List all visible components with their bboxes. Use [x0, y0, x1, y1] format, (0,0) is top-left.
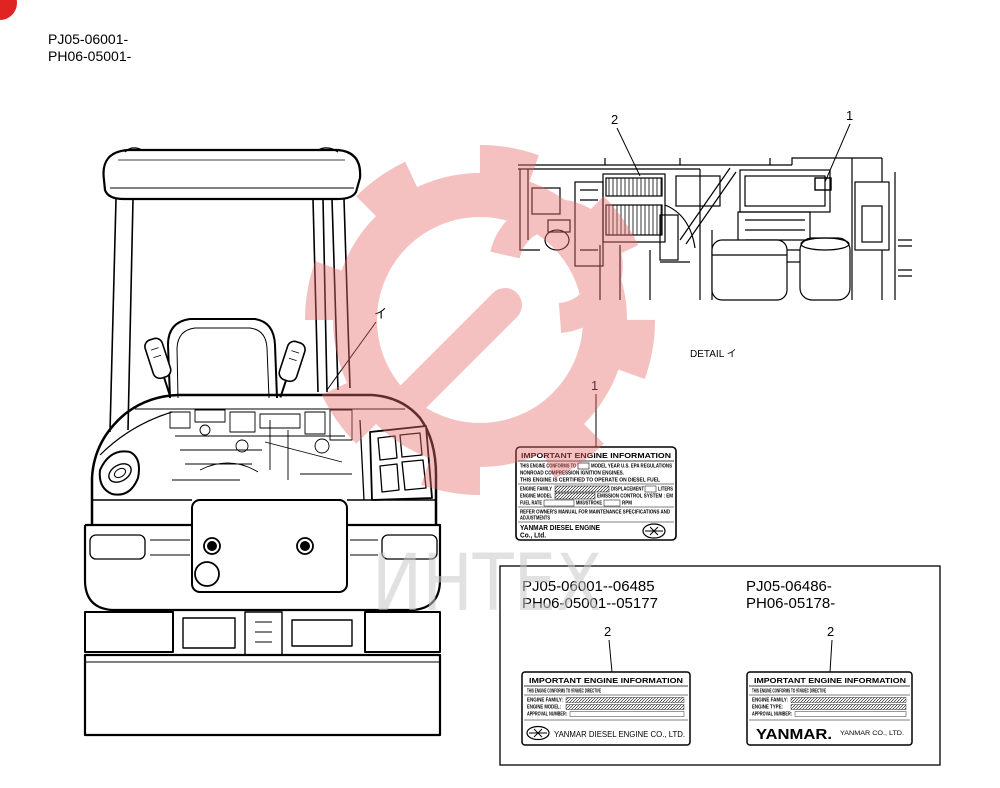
variant-early-yanmar-logo-icon [526, 725, 550, 741]
label-1-conform-prefix: THIS ENGINE CONFORMS TO [520, 464, 576, 470]
label-1-conform-suffix: MODEL YEAR U.S. EPA REGULATIONS [591, 464, 673, 470]
label-1-engine-model: ENGINE MODEL [520, 494, 552, 500]
variant-late-label-directive: THIS ENGINE CONFORMS TO 97/68/EC DIRECTI… [752, 689, 826, 695]
variant-late-label-maker: YANMAR CO., LTD. [840, 731, 904, 737]
view-marker-leader [326, 321, 377, 391]
label-1-rpm: RPM [622, 501, 632, 507]
label-variants-box [499, 565, 941, 766]
variant-late-label-title: IMPORTANT ENGINE INFORMATION [754, 676, 906, 685]
variant-early-serial-range-1: PJ05-06001--06485 [522, 578, 655, 595]
canopy-posts [109, 198, 351, 433]
variant-early-callout: 2 [604, 624, 611, 639]
corner-mark [0, 0, 17, 20]
undercarriage-and-blade [83, 611, 442, 737]
canopy-roof [102, 147, 362, 201]
engine-hood [90, 393, 438, 525]
rear-center-panel [191, 499, 348, 593]
variant-early-label-row-2: ENGINE MODEL: [527, 705, 561, 711]
label-1-maker-suffix: Co., Ltd. [520, 533, 546, 540]
label-1-maker: YANMAR DIESEL ENGINE [520, 525, 600, 532]
right-side-grill [359, 419, 433, 501]
detail-callout-part-1: 1 [846, 108, 853, 123]
variant-early-serial-range-2: PH06-05001--05177 [522, 595, 658, 612]
detail-callout-part-2-leader [616, 127, 641, 177]
detail-caption: DETAIL イ [690, 349, 737, 360]
label-1-manual-line-2: ADJUSTMENTS [520, 516, 551, 522]
label-1-manual-line-1: REFER OWNER'S MANUAL FOR MAINTENANCE SPE… [520, 510, 670, 516]
header-serial-range-2: PH06-05001- [48, 48, 132, 64]
variant-early-label-row-1: ENGINE FAMILY: [527, 698, 563, 704]
detail-view-drawing [518, 157, 912, 301]
detail-callout-part-1-leader [824, 123, 851, 183]
variant-early-label-directive: THIS ENGINE CONFORMS TO 97/68/EC DIRECTI… [527, 689, 601, 695]
variant-late-ec-engine-plate: IMPORTANT ENGINE INFORMATION THIS ENGINE… [746, 671, 913, 746]
variant-early-label-title: IMPORTANT ENGINE INFORMATION [529, 676, 683, 685]
view-marker-label: イ [374, 306, 387, 321]
engine-compartment-detail [169, 409, 353, 481]
label-1-fuel-rate: FUEL RATE [520, 501, 543, 507]
label-1-yanmar-logo-icon [642, 523, 666, 539]
variant-late-callout-leader [829, 639, 833, 673]
label-1-emission-system: EMISSION CONTROL SYSTEM : EM [597, 494, 673, 500]
variant-late-label-row-2: ENGINE TYPE: [752, 705, 783, 711]
watermark-text: ИНТЕХ [372, 539, 602, 629]
label-1-certified: THIS ENGINE IS CERTIFIED TO OPERATE ON D… [520, 478, 660, 484]
left-work-light [98, 450, 140, 496]
label-1-callout: 1 [591, 378, 598, 393]
header-serial-range-1: PJ05-06001- [48, 31, 129, 47]
label-1-nonroad: NONROAD COMPRESSION IGNITION ENGINES. [520, 471, 625, 477]
counterweight [83, 523, 442, 612]
variant-late-serial-range-1: PJ05-06486- [746, 578, 832, 595]
label-1-epa-engine-plate: IMPORTANT ENGINE INFORMATION THIS ENGINE… [515, 446, 677, 541]
variant-late-label-row-1: ENGINE FAMILY: [752, 698, 788, 704]
variant-early-ec-engine-plate: IMPORTANT ENGINE INFORMATION THIS ENGINE… [521, 671, 691, 746]
label-1-stroke-unit: MM3/STROKE [576, 501, 603, 507]
detail-callout-part-2: 2 [611, 112, 618, 127]
variant-late-callout: 2 [827, 624, 834, 639]
variant-early-label-row-3: APPROVAL NUMBER: [527, 712, 567, 718]
label-1-engine-family: ENGINE FAMILY [520, 487, 553, 493]
left-control-lever [144, 337, 172, 397]
variant-late-label-row-3: APPROVAL NUMBER: [752, 712, 792, 718]
label-1-title: IMPORTANT ENGINE INFORMATION [521, 451, 671, 460]
label-1-displacement: DISPLACEMENT [611, 487, 644, 493]
variant-early-label-maker: YANMAR DIESEL ENGINE CO., LTD. [554, 730, 685, 739]
operator-seat [167, 318, 278, 399]
variant-late-label-brand: YANMAR. [756, 726, 832, 743]
variant-early-callout-leader [608, 639, 613, 673]
watermark-gear-logo [305, 145, 655, 495]
excavator-rear-view [83, 147, 442, 737]
label-1-liters: LITERS [658, 487, 674, 493]
variant-late-serial-range-2: PH06-05178- [746, 595, 835, 612]
